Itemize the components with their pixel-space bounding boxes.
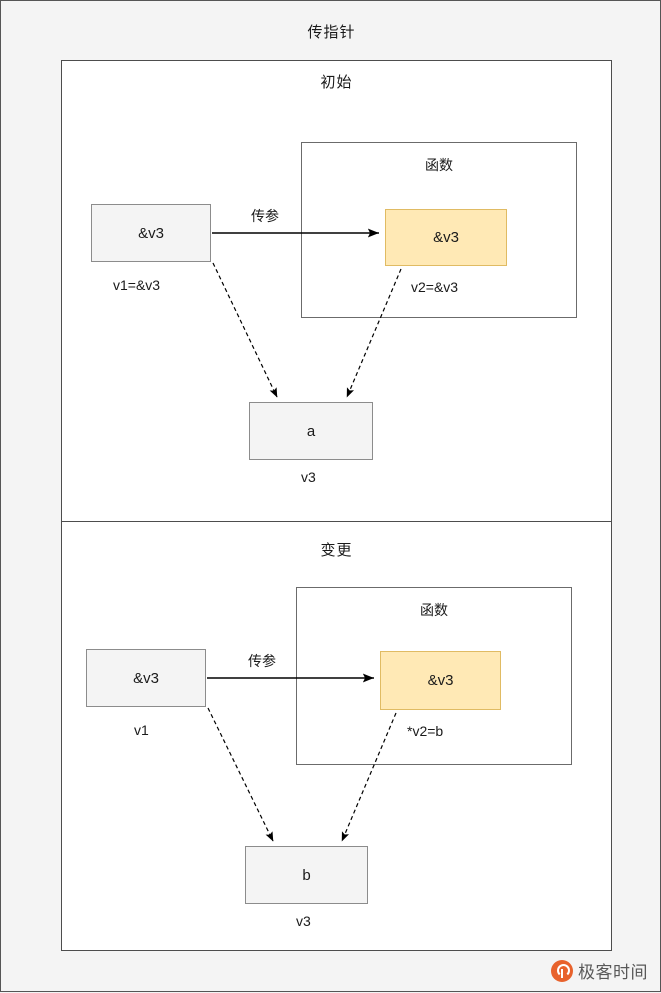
source-box-changed: &v3: [86, 649, 206, 707]
section-title-changed: 变更: [320, 542, 353, 559]
pass-arg-label-changed: 传参: [248, 653, 276, 669]
function-param-caption-changed: *v2=b: [407, 723, 444, 739]
target-value-caption-changed: v3: [296, 913, 311, 929]
page-title: 传指针: [307, 24, 356, 41]
pass-arg-label-initial: 传参: [251, 208, 279, 224]
source-box-caption-initial: v1=&v3: [113, 277, 161, 293]
section-title-initial: 初始: [320, 74, 353, 91]
function-param-box-changed: &v3: [380, 651, 501, 710]
target-value-caption-initial: v3: [301, 469, 316, 485]
function-param-caption-initial: v2=&v3: [411, 279, 459, 295]
function-container-label: 函数: [425, 157, 453, 173]
watermark: 极客时间: [551, 958, 648, 983]
target-value-box-changed: b: [245, 846, 368, 904]
section-divider: [61, 521, 612, 522]
target-value-box-initial: a: [249, 402, 373, 460]
watermark-text: 极客时间: [578, 963, 648, 982]
function-container-label: 函数: [420, 602, 448, 618]
source-box-initial: &v3: [91, 204, 211, 262]
source-box-caption-changed: v1: [134, 722, 149, 738]
function-param-box-initial: &v3: [385, 209, 507, 266]
geektime-logo-icon: [551, 959, 573, 982]
